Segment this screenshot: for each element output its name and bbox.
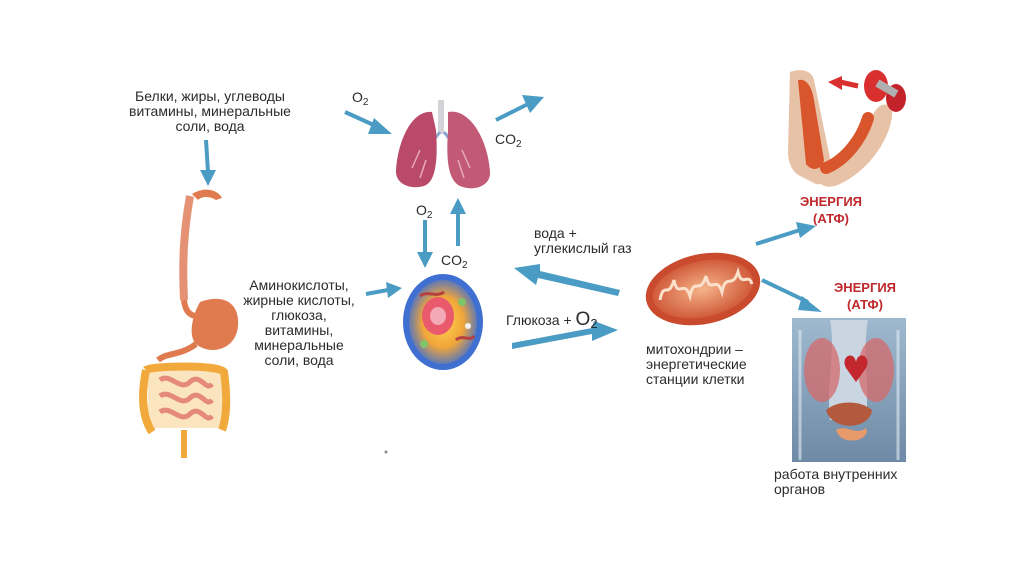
stray-dot: [384, 450, 388, 454]
digestive-system-illustration: [139, 189, 239, 458]
food-label-line2: витамины, минеральные: [129, 103, 291, 119]
arrow-co2-up-to-lungs: [450, 198, 466, 246]
energy-atp: (АТФ): [813, 211, 849, 226]
water-co2-line2: углекислый газ: [534, 240, 632, 256]
mito-caption-line: энергетические: [646, 356, 747, 372]
o2-subscript: 2: [426, 210, 433, 221]
co2-subscript: 2: [516, 139, 522, 150]
organs-caption-line: органов: [774, 481, 826, 497]
co2-symbol: CO: [441, 252, 462, 268]
organs-caption-line: работа внутренних: [774, 466, 898, 482]
energy-word: ЭНЕРГИЯ: [833, 280, 897, 295]
arrow-mito-to-cell: [514, 264, 620, 296]
co2-label-cell: CO2: [441, 252, 468, 271]
mitochondria-illustration: [645, 252, 761, 326]
arrow-nutrients-to-cell: [365, 282, 402, 298]
nutrients-line: Аминокислоты,: [249, 277, 349, 293]
energy-atp: (АТФ): [847, 297, 883, 312]
co2-label-lungs: CO2: [495, 131, 522, 150]
mitochondria-caption: митохондрии – энергетические станции кле…: [646, 342, 747, 387]
mito-caption-line: станции клетки: [646, 371, 745, 387]
arrow-mito-to-muscle: [755, 222, 816, 246]
glucose-o2-label: Глюкоза + O2: [506, 309, 598, 331]
water-co2-line1: вода +: [534, 225, 577, 241]
nutrients-line: витамины,: [264, 322, 334, 338]
co2-subscript: 2: [462, 260, 468, 271]
lungs-illustration: [395, 100, 491, 189]
cell-illustration: [403, 274, 483, 370]
o2-label-middle: O2: [416, 202, 432, 221]
arrow-mito-to-organs: [761, 278, 822, 312]
energy-label-organs: ЭНЕРГИЯ (АТФ): [820, 279, 910, 313]
arrow-cell-to-mito: [512, 321, 618, 349]
internal-organs-illustration: [792, 318, 906, 462]
glucose-text: Глюкоза +: [506, 312, 576, 328]
o2-symbol: O: [416, 202, 427, 218]
o2-symbol-large: O: [575, 309, 591, 330]
o2-label-top: O2: [352, 89, 368, 108]
energy-word: ЭНЕРГИЯ: [799, 194, 863, 209]
o2-subscript-large: 2: [590, 316, 598, 331]
o2-symbol: O: [352, 89, 363, 105]
energy-label-muscle: ЭНЕРГИЯ (АТФ): [786, 193, 876, 227]
co2-symbol: CO: [495, 131, 516, 147]
arrow-lungs-co2-out: [495, 95, 544, 122]
nutrients-label: Аминокислоты, жирные кислоты, глюкоза, в…: [226, 278, 372, 368]
nutrients-line: минеральные: [254, 337, 344, 353]
food-label-line3: соли, вода: [175, 118, 245, 134]
food-label-line1: Белки, жиры, углеводы: [135, 88, 285, 104]
nutrients-line: глюкоза,: [271, 307, 327, 323]
arm-muscle-illustration: [788, 70, 906, 187]
nutrients-line: жирные кислоты,: [243, 292, 355, 308]
arrow-o2-down-to-cell: [417, 220, 433, 268]
arrow-o2-to-lungs: [344, 110, 392, 134]
organs-caption: работа внутренних органов: [774, 467, 897, 497]
nutrients-line: соли, вода: [264, 352, 334, 368]
food-label: Белки, жиры, углеводы витамины, минераль…: [110, 89, 310, 134]
arrow-food-to-digestive: [200, 139, 216, 186]
water-co2-label: вода + углекислый газ: [534, 226, 632, 256]
o2-subscript: 2: [362, 97, 369, 108]
mito-caption-line: митохондрии –: [646, 341, 743, 357]
